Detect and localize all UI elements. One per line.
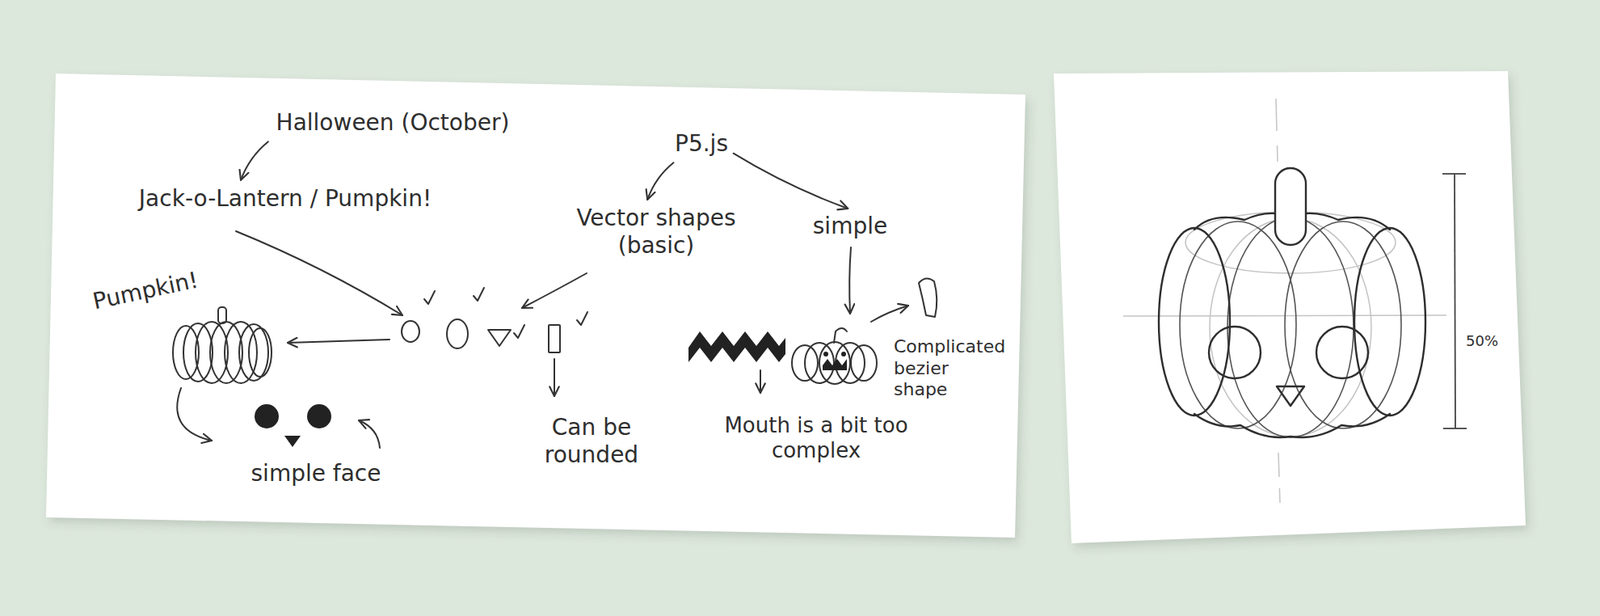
pumpkin-nose — [1276, 386, 1305, 406]
arrow — [759, 370, 762, 393]
paper-sheet — [46, 73, 1026, 538]
face-nose — [284, 435, 301, 447]
sketch-note: simple face — [244, 456, 388, 491]
sketch-note: Mouth is a bit too complex — [715, 409, 918, 467]
pumpkin-bottom — [1194, 413, 1390, 438]
connector-arrow — [733, 153, 849, 209]
arrow — [358, 420, 380, 448]
node-text: P5.js — [674, 130, 729, 158]
topic-text: Jack-o-Lantern / Pumpkin! — [132, 181, 438, 216]
pumpkin-lobe — [1158, 227, 1230, 416]
connector-arrow — [647, 162, 674, 200]
oval-shape — [446, 319, 468, 349]
arrow — [235, 231, 403, 316]
face-eye — [307, 404, 332, 429]
check-mark — [473, 287, 485, 301]
circle-shape — [401, 320, 420, 342]
topic-text: P5.js — [668, 126, 735, 161]
pumpkin-lobe — [1179, 221, 1297, 429]
pumpkin-lobe — [210, 321, 243, 384]
topic-text: Halloween (October) — [269, 105, 517, 140]
zigzag-mouth — [688, 331, 786, 363]
small-eye — [841, 351, 847, 357]
small-eye — [823, 351, 829, 357]
pumpkin-lobe — [224, 321, 257, 384]
rect-shape — [548, 324, 560, 353]
arrow — [176, 387, 212, 441]
guide-line — [1278, 452, 1280, 503]
pumpkin-lobe — [819, 341, 851, 384]
sketch-note: Pumpkin! — [83, 261, 208, 320]
node-text: Vector shapes (basic) — [561, 204, 751, 259]
pumpkin-lobe — [183, 323, 213, 382]
arrow — [287, 339, 390, 343]
pumpkin-stem — [218, 307, 227, 324]
pumpkin-stem — [1275, 168, 1306, 245]
connector-arrow — [240, 141, 269, 181]
sketch-note: Complicated bezier shape — [887, 332, 1014, 404]
check-mark — [513, 324, 525, 338]
scale-bracket — [1442, 173, 1467, 429]
dimension-label: 50% — [1459, 328, 1505, 354]
check-mark — [424, 290, 435, 304]
pumpkin-inner — [1179, 217, 1402, 438]
check-mark — [576, 311, 588, 325]
arrow — [849, 247, 851, 314]
pumpkin-eye — [1208, 326, 1261, 379]
arrow — [553, 358, 556, 396]
bracket-tick — [1443, 427, 1467, 430]
topic-text: simple — [806, 209, 894, 244]
node-text: Jack-o-Lantern / Pumpkin! — [138, 185, 432, 213]
bracket-line — [1454, 173, 1456, 429]
pumpkin-stem — [833, 328, 847, 343]
pumpkin-lobe — [1354, 227, 1426, 416]
triangle-shape — [488, 329, 511, 346]
pumpkin-lobe — [1284, 221, 1402, 429]
arrow — [522, 273, 587, 308]
face-eye — [254, 404, 279, 429]
small-mouth — [822, 358, 847, 371]
bezier-shape — [918, 277, 937, 317]
guide-line — [1275, 98, 1278, 162]
bracket-tick — [1442, 172, 1466, 175]
arrow — [871, 305, 909, 322]
node-text: simple — [812, 212, 888, 240]
node-text: Halloween (October) — [276, 109, 510, 137]
pumpkin-eye — [1316, 326, 1369, 379]
pumpkin-outline — [1158, 168, 1426, 438]
pumpkin-lobe — [850, 345, 877, 381]
guide-lines — [1123, 98, 1447, 503]
sketch-note: Can be rounded — [522, 410, 661, 472]
topic-text: Vector shapes (basic) — [555, 201, 758, 262]
pumpkin-lobe — [195, 321, 228, 384]
guide-ellipse — [1209, 218, 1372, 437]
pumpkin-lobe — [248, 328, 272, 377]
paper-sheet — [1053, 71, 1526, 544]
